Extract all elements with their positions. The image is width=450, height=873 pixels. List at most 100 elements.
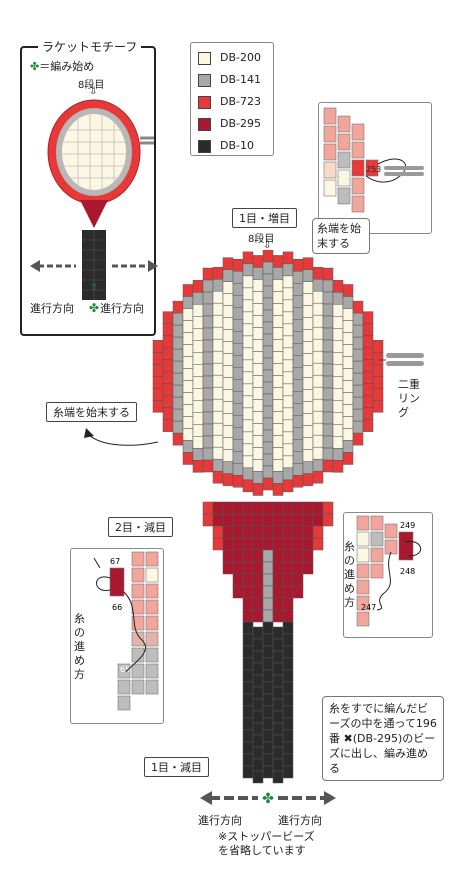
bead [302, 389, 314, 402]
bead [342, 344, 354, 357]
bead [182, 452, 194, 465]
bead [272, 483, 284, 496]
bead [182, 308, 194, 321]
bead [312, 326, 324, 340]
bead [332, 280, 344, 293]
bead [292, 259, 304, 272]
bead [252, 459, 264, 472]
bead [292, 307, 304, 320]
bead [342, 428, 354, 441]
bead [202, 279, 214, 293]
double-ring-label: 二重リング [398, 378, 420, 419]
bead [252, 315, 264, 328]
finish-detail-graphic: 253 [323, 107, 424, 213]
bead [162, 347, 174, 360]
thread-path-right-label: 糸の進め方 [344, 540, 355, 609]
bead [292, 573, 304, 587]
bead [332, 340, 344, 353]
bead [242, 513, 254, 527]
bead [312, 537, 324, 551]
bead [182, 368, 194, 381]
swatch-db141 [198, 74, 211, 87]
bead [182, 404, 194, 417]
bead [242, 729, 254, 743]
bead [312, 302, 324, 316]
bead [212, 537, 224, 551]
bead [222, 461, 234, 474]
bead [202, 327, 214, 341]
svg-text:✤: ✤ [89, 301, 99, 315]
bead [182, 428, 194, 441]
bead [272, 375, 284, 388]
bead [302, 425, 314, 438]
bead [192, 460, 204, 473]
bead [172, 372, 184, 386]
bead [272, 537, 284, 551]
bead [322, 435, 334, 449]
bead [222, 389, 234, 402]
finish-note-left: 糸端を始末する [46, 402, 137, 422]
bead [242, 525, 254, 539]
bead [262, 273, 274, 287]
bead [242, 287, 254, 301]
bead [152, 364, 164, 377]
bead [252, 698, 264, 712]
bead [252, 423, 264, 436]
bead [362, 359, 374, 372]
bead [282, 729, 294, 743]
bead [242, 645, 254, 659]
bead [252, 291, 264, 304]
bead [352, 372, 364, 386]
motif-row8-arrow-icon: ⇩ [89, 86, 98, 97]
bead [252, 339, 264, 352]
bead [252, 513, 264, 527]
bead [212, 446, 224, 460]
bead [252, 255, 264, 268]
bead [232, 307, 244, 320]
svg-text:249: 249 [400, 521, 415, 530]
bead [282, 549, 294, 563]
bead [272, 411, 284, 424]
bead [162, 359, 174, 372]
bead [332, 412, 344, 425]
bead [302, 353, 314, 366]
bead [252, 650, 264, 664]
motif-title: ラケットモチーフ [38, 38, 142, 55]
bead [212, 398, 224, 412]
bead [312, 374, 324, 388]
start-note: ✤＝編み始め [30, 60, 95, 73]
bead [152, 400, 164, 413]
bead [252, 525, 264, 539]
bead [182, 296, 194, 309]
bead [192, 352, 204, 365]
bead [222, 281, 234, 294]
bead [322, 501, 334, 515]
bead [232, 501, 244, 515]
bead [202, 351, 214, 365]
bead [352, 336, 364, 350]
bead [192, 292, 204, 305]
bead [342, 284, 354, 297]
bead [272, 525, 284, 539]
bead [322, 351, 334, 365]
bead [252, 722, 264, 736]
bead [312, 278, 324, 292]
bead [192, 424, 204, 437]
bead [172, 384, 184, 398]
bead [242, 609, 254, 623]
bead [342, 320, 354, 333]
bead [202, 411, 214, 425]
bead [262, 250, 274, 263]
bead [362, 407, 374, 420]
bead [202, 387, 214, 401]
bead [312, 314, 324, 328]
bead [322, 327, 334, 341]
bead [282, 431, 294, 445]
bead [242, 323, 254, 337]
tag-1-decrease: 1目・減目 [144, 757, 209, 777]
bead [262, 381, 274, 395]
bead [172, 420, 184, 434]
bottom-direction-arrows: ✤ [200, 791, 336, 807]
bead [342, 392, 354, 405]
bead [232, 451, 244, 464]
